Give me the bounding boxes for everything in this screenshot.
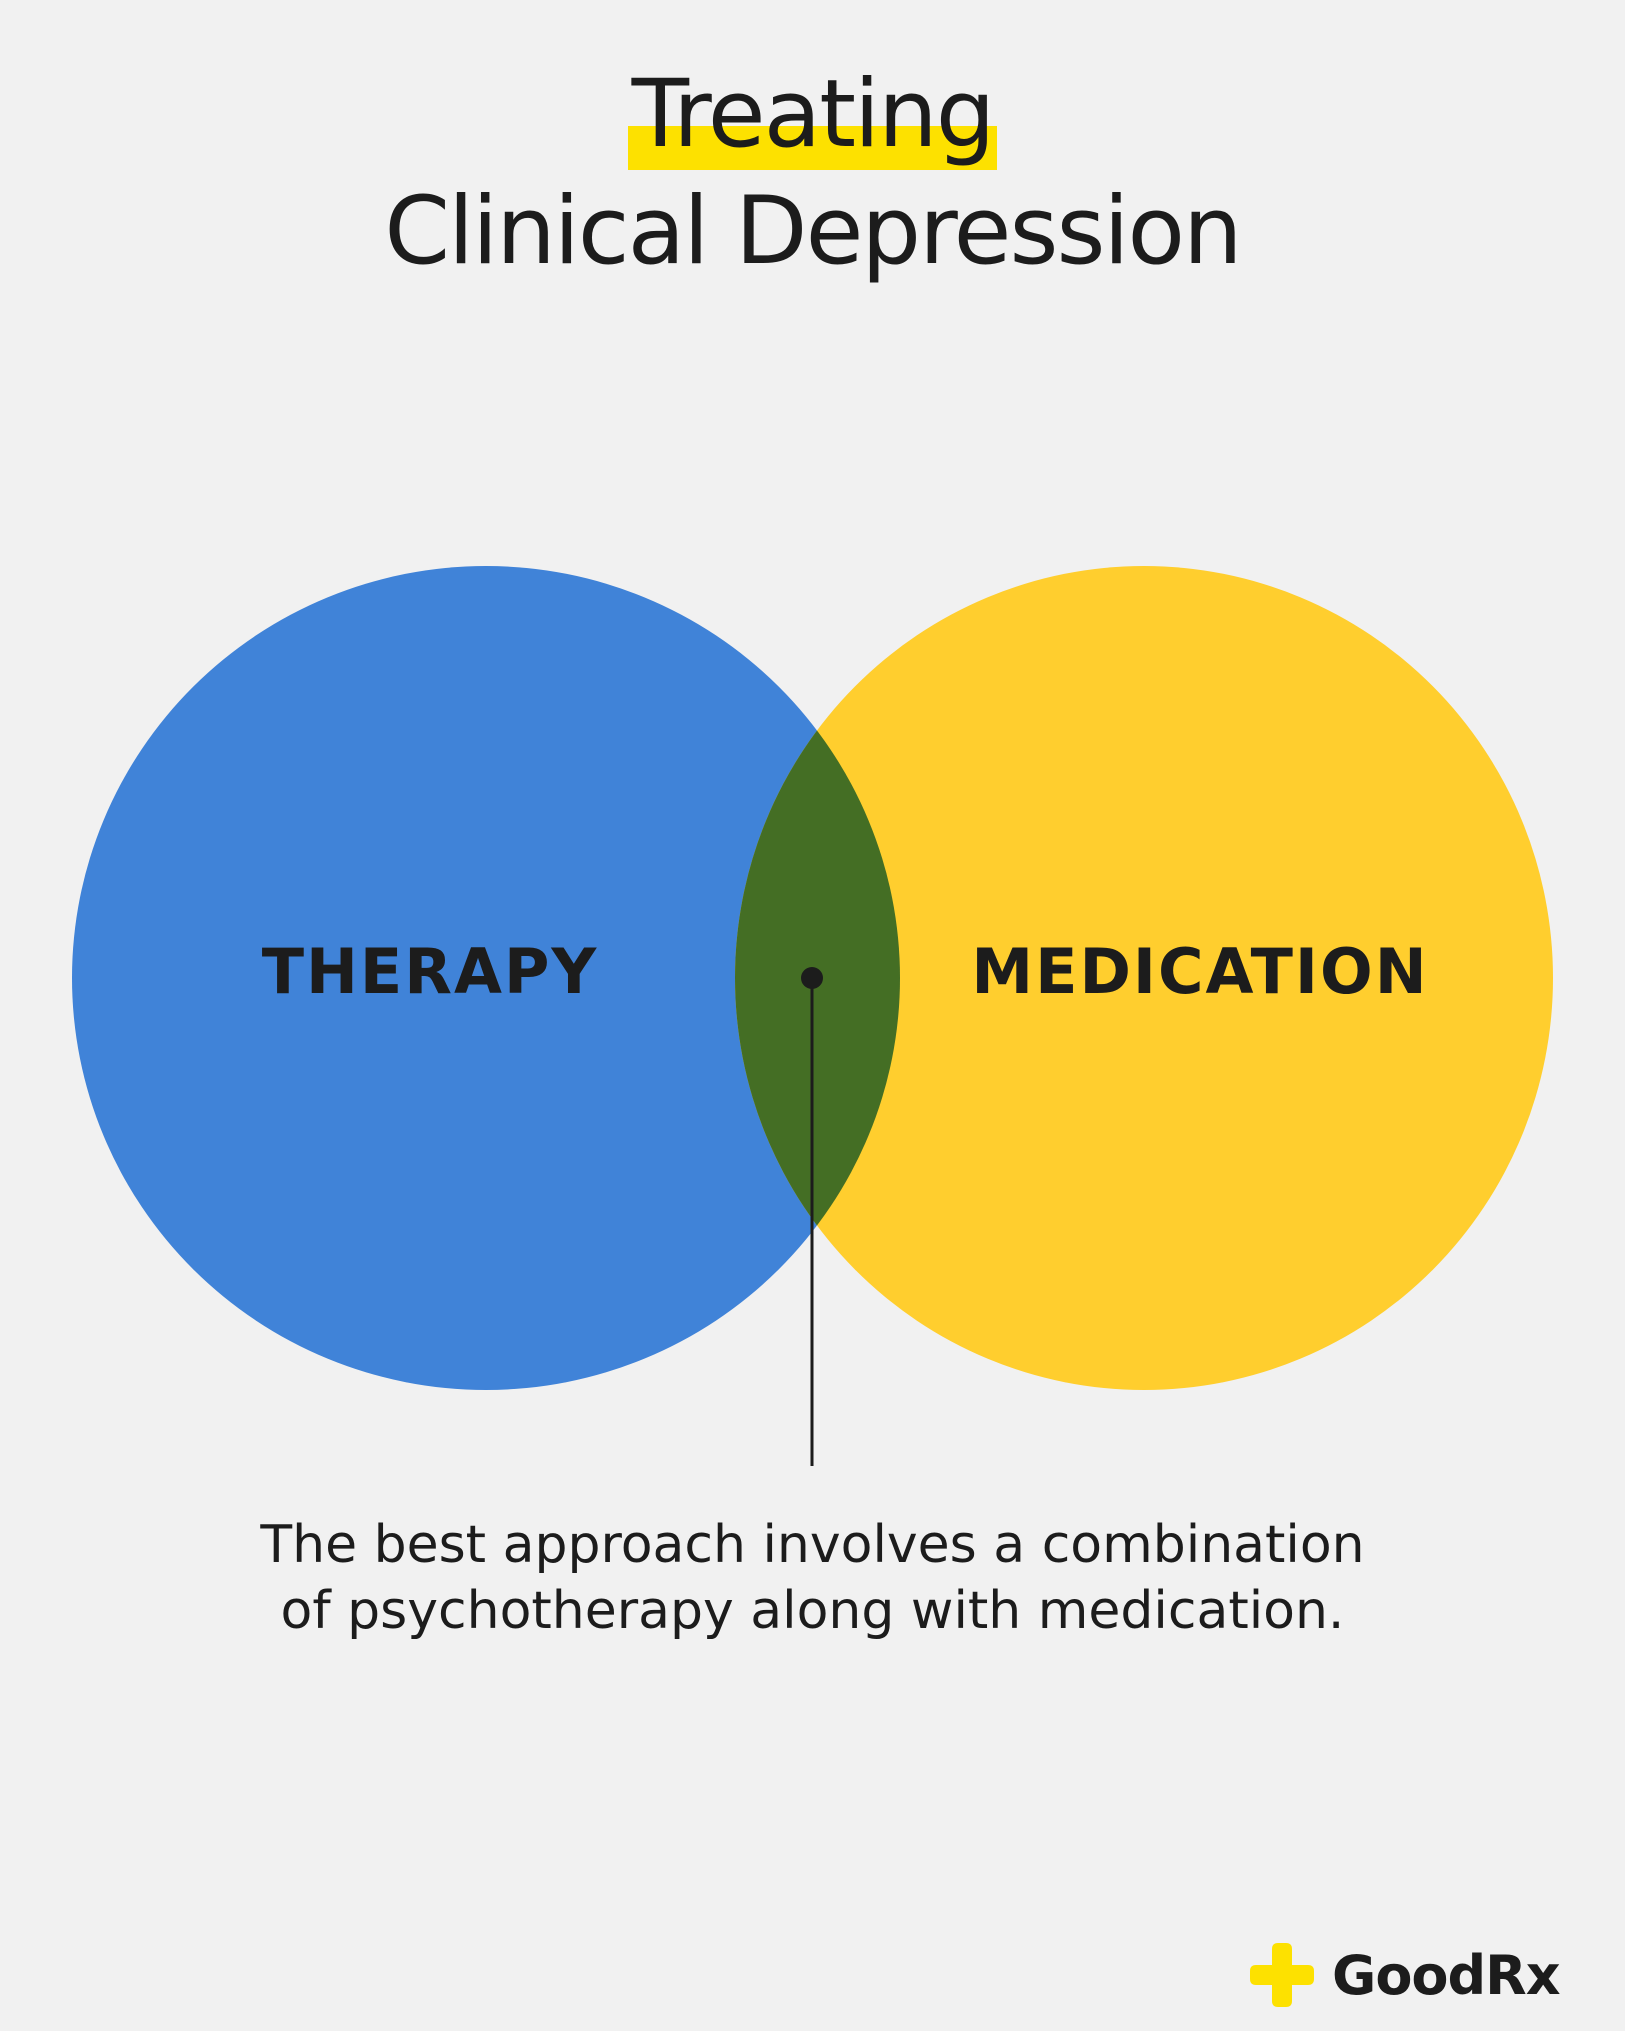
title-treating: Treating xyxy=(631,60,996,169)
medication-label: MEDICATION xyxy=(971,935,1429,1008)
caption-line-2: of psychotherapy along with medication. xyxy=(280,1581,1345,1641)
caption: The best approach involves a combination… xyxy=(0,1512,1625,1644)
brand-footer: GoodRx xyxy=(1250,1935,1561,2015)
caption-line-1: The best approach involves a combination xyxy=(260,1515,1365,1575)
plus-cross-icon xyxy=(1250,1943,1314,2007)
medication-circle xyxy=(735,566,1553,1390)
title-line-2: Clinical Depression xyxy=(384,177,1242,286)
brand-name: GoodRx xyxy=(1332,1943,1561,2007)
therapy-label: THERAPY xyxy=(261,935,599,1008)
therapy-circle xyxy=(72,566,900,1390)
pointer-dot xyxy=(801,967,823,989)
title-highlight: Treating xyxy=(627,60,998,170)
title-line-1: Treating xyxy=(0,60,1625,170)
